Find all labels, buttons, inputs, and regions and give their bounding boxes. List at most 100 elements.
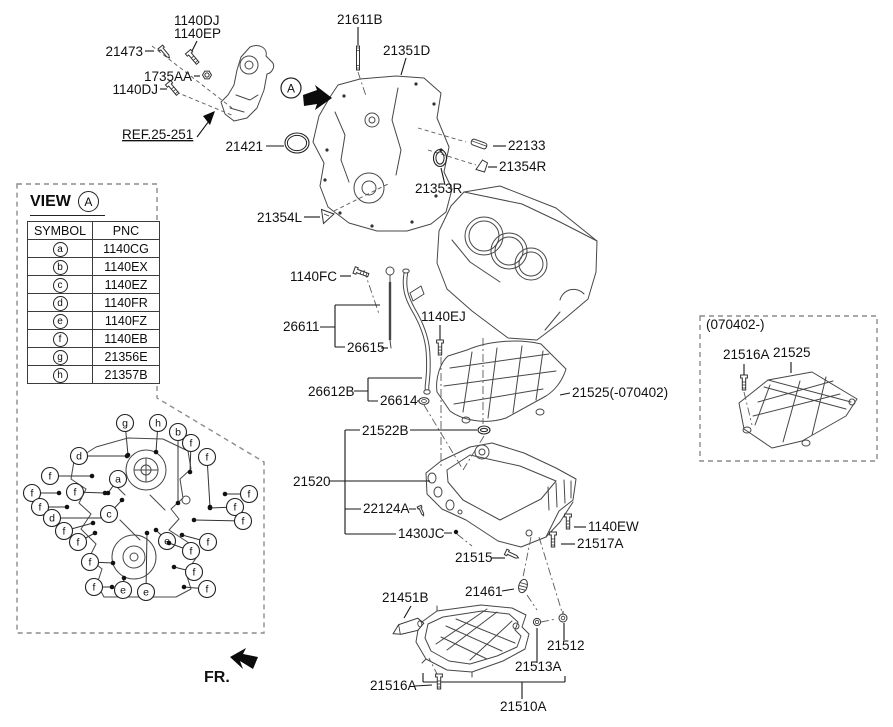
callout-circle xyxy=(148,413,168,433)
bolt-icon xyxy=(564,513,572,530)
part-label-22133: 22133 xyxy=(508,138,546,153)
part-label-21525070402: 21525(-070402) xyxy=(572,385,668,400)
part-label-21517a: 21517A xyxy=(577,536,624,551)
part-label-21473: 21473 xyxy=(105,44,143,59)
part-label-26614: 26614 xyxy=(380,393,418,408)
screwS-icon xyxy=(416,504,425,517)
part-label-070402: (070402-) xyxy=(706,317,765,332)
part-label-21513a: 21513A xyxy=(515,659,562,674)
callout-letter: f xyxy=(39,502,42,514)
callout-letter: e xyxy=(143,587,149,599)
view-a-outline xyxy=(16,183,265,634)
bolt-icon xyxy=(549,531,557,548)
dipstick-drawing xyxy=(385,266,431,395)
part-label-21451b: 21451B xyxy=(382,590,429,605)
part-label-21516a: 21516A xyxy=(723,347,770,362)
part-label-21520: 21520 xyxy=(293,474,331,489)
callout-letter: f xyxy=(74,487,77,499)
bolt-icon xyxy=(436,339,444,356)
part-label-1430jc: 1430JC xyxy=(398,526,445,541)
oil-screen-drawing xyxy=(436,340,567,424)
alt-box-outline xyxy=(699,315,878,462)
pnc-cell: 21357B xyxy=(92,365,160,384)
bolt-icon xyxy=(435,673,443,690)
callout-letter: f xyxy=(93,582,96,594)
symbol-letter: e xyxy=(52,313,68,329)
callout-letter: f xyxy=(190,438,193,450)
alt-oil-screen-drawing xyxy=(738,371,858,449)
callout-circle xyxy=(168,422,188,442)
symbol-cell: e xyxy=(27,311,93,330)
callout-letter: d xyxy=(76,451,82,463)
callout-circle xyxy=(184,562,204,582)
gasket-icon xyxy=(392,617,425,635)
dowel-icon xyxy=(470,138,488,150)
view-a-marker: A xyxy=(280,77,302,99)
symbol-cell: h xyxy=(27,365,93,384)
part-label-21611b: 21611B xyxy=(337,12,383,27)
callout-letter: e xyxy=(120,585,126,597)
symbol-letter: f xyxy=(52,331,68,347)
symbol-cell: g xyxy=(27,347,93,366)
symbol-cell: b xyxy=(27,257,93,276)
part-label-21354l: 21354L xyxy=(257,210,303,225)
callout-letter: h xyxy=(155,418,161,430)
a-direction-arrow-icon xyxy=(303,85,332,110)
screw-icon xyxy=(157,44,171,59)
bolt-icon xyxy=(352,266,370,278)
callout-circle xyxy=(42,508,62,528)
water-pump-drawing xyxy=(220,45,275,122)
symbol-cell: d xyxy=(27,293,93,312)
part-label-1140ew: 1140EW xyxy=(588,519,639,534)
lower-oil-pan-drawing xyxy=(415,604,530,678)
callout-letter: d xyxy=(49,513,55,525)
part-label-26611: 26611 xyxy=(283,319,320,334)
pnc-cell: 1140FZ xyxy=(92,311,160,330)
part-label-1140ep: 1140EP xyxy=(174,26,221,41)
grommet-icon xyxy=(418,397,430,405)
view-a-letter: A xyxy=(77,191,99,212)
callout-circle xyxy=(115,413,135,433)
view-a-heading: VIEW A xyxy=(30,191,105,216)
symbol-cell: c xyxy=(27,275,93,294)
dot-icon xyxy=(453,529,459,535)
callout-letter: f xyxy=(190,546,193,558)
callout-circle xyxy=(68,532,88,552)
fastener-icons xyxy=(157,44,748,690)
callout-letter: f xyxy=(49,471,52,483)
part-label-1140dj: 1140DJ xyxy=(174,13,220,28)
symbol-cell: f xyxy=(27,329,93,348)
callout-circle xyxy=(198,532,218,552)
callout-circle xyxy=(30,497,50,517)
part-label-21525: 21525 xyxy=(773,345,811,360)
part-label-1140dj: 1140DJ xyxy=(112,82,158,97)
pnc-cell: 1140EZ xyxy=(92,275,160,294)
callout-circle xyxy=(197,579,217,599)
pnc-cell: 1140EB xyxy=(92,329,160,348)
leader-lines xyxy=(145,27,792,699)
callout-circle xyxy=(65,482,85,502)
symbol-letter: c xyxy=(52,277,68,293)
callout-letter: f xyxy=(31,488,34,500)
callout-letter: f xyxy=(242,516,245,528)
fr-arrow-icon xyxy=(230,648,258,669)
timing-cover-drawing xyxy=(312,75,453,232)
pnc-cell: 1140CG xyxy=(92,239,160,258)
part-label-21522b: 21522B xyxy=(362,423,409,438)
plug-icon xyxy=(518,578,528,594)
callout-letter: f xyxy=(77,537,80,549)
engine-block-drawing xyxy=(436,185,598,341)
part-label-21353r: 21353R xyxy=(415,181,463,196)
view-a-title: VIEW xyxy=(30,192,71,210)
table-header-row: SYMBOL PNC xyxy=(27,221,160,240)
direction-marker-letter: A xyxy=(287,82,295,96)
part-label-21354r: 21354R xyxy=(499,159,547,174)
table-row: e 1140FZ xyxy=(27,311,160,330)
cone-icon xyxy=(475,159,489,173)
callout-circle xyxy=(233,511,253,531)
